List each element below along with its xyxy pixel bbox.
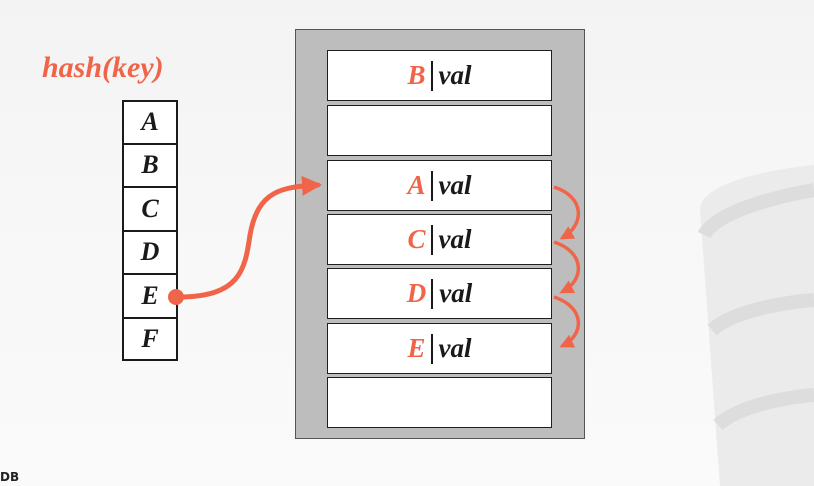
hash-function-label: hash(key) [42,51,164,84]
key-cell-d: D [122,230,178,274]
slot-separator [430,224,433,255]
slot-value: val [438,170,472,200]
slot-separator [430,170,433,201]
slot-value: val [439,278,473,308]
slot-key: C [407,224,426,254]
slot-separator [430,333,433,364]
slot-value: val [438,224,472,254]
key-cell-e: E [122,274,178,318]
slot-value: val [438,333,472,363]
key-list: A B C D E F [122,100,178,361]
slot-key: A [407,170,426,200]
key-cell-b: B [122,143,178,187]
slot-6-empty [327,377,552,428]
slot-separator [430,60,433,91]
key-cell-c: C [122,187,178,231]
key-cell-a: A [122,100,178,144]
slot-value: val [438,60,472,90]
key-cell-f: F [122,317,178,361]
slot-1-empty [327,105,552,156]
slot-separator [431,278,434,309]
footer-logo-text: DB [0,470,20,484]
slot-key: B [407,60,426,90]
slot-key: E [407,333,426,363]
slot-key: D [406,278,427,308]
